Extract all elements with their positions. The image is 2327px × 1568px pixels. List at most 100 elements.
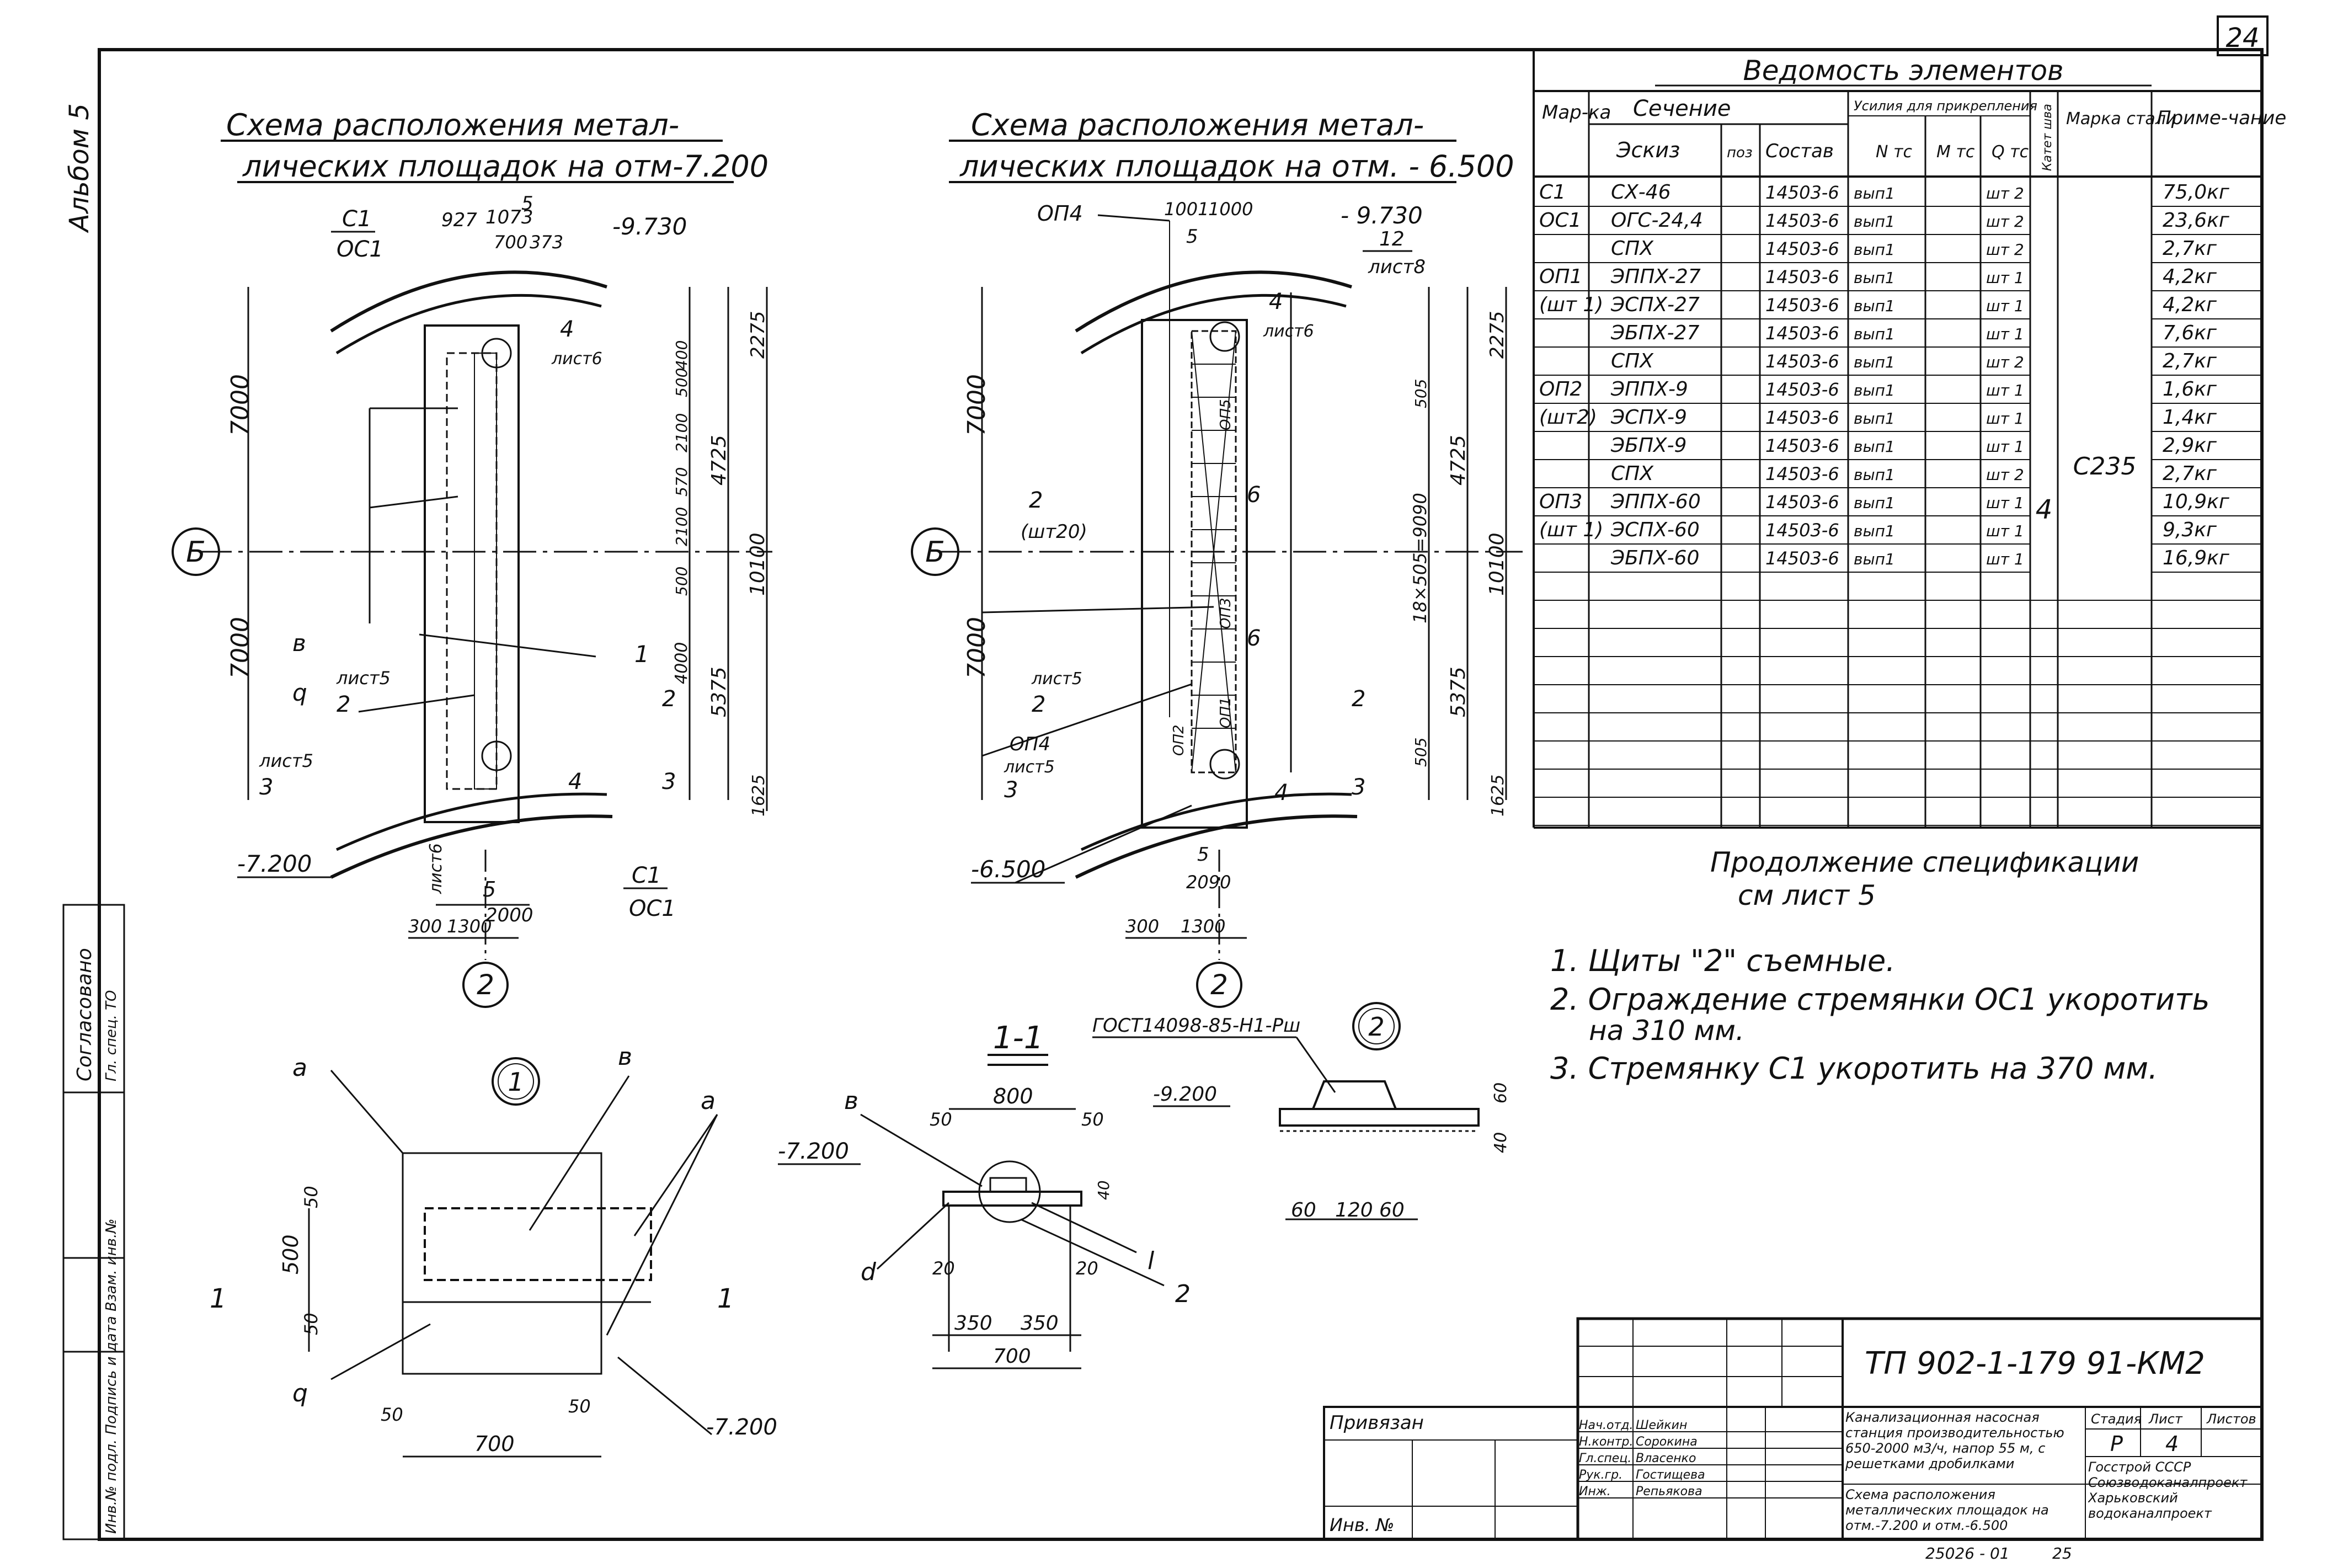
spec-cell-n: вып1 (1854, 466, 1895, 484)
spec-cell-q: шт 1 (1986, 409, 2024, 428)
section11-d800: 800 (993, 1084, 1033, 1108)
right-two-sheet: 2 (1032, 692, 1045, 717)
right-d300: 300 (1125, 916, 1159, 937)
spec-cell-note: 4,2кг (2163, 265, 2217, 288)
left-d2275: 2275 (747, 311, 769, 359)
sheets-header: Листов (2206, 1411, 2256, 1427)
spec-cell-n: вып1 (1854, 381, 1895, 399)
spec-cell-q: шт 1 (1986, 494, 2024, 512)
right-d2275: 2275 (1486, 311, 1508, 359)
spec-h-steel: Марка стали (2066, 109, 2176, 129)
spec-cell-mark: ОС1 (1539, 209, 1581, 232)
spec-cell-q: шт 1 (1986, 550, 2024, 568)
note-3: 3. Стремянку С1 укоротить на 370 мм. (1550, 1051, 2158, 1086)
spec-h-section: Сечение (1633, 96, 1731, 121)
right-sheet4-note: лист6 (1263, 322, 1314, 341)
section11-d50a: 50 (930, 1109, 952, 1130)
spec-cell-note: 4,2кг (2163, 294, 2217, 316)
org-box: Госстрой СССР Союзводоканалпроект Харько… (2088, 1459, 2247, 1521)
spec-cell-n: вып1 (1854, 438, 1895, 456)
left-d4000: 4000 (672, 642, 691, 684)
left-three-sheet: 3 (259, 775, 273, 800)
spec-cell-note: 9,3кг (2163, 519, 2217, 541)
left-sec2: 2 (662, 686, 676, 712)
spec-cell-note: 1,6кг (2163, 378, 2217, 401)
right-three-sheet: 3 (1004, 777, 1018, 803)
project-name: Канализационная насосная станция произво… (1845, 1410, 2064, 1471)
detail1-d500: 500 (279, 1234, 303, 1274)
spec-cell-n: вып1 (1854, 494, 1895, 512)
spec-cell-mark: С1 (1539, 181, 1566, 204)
spec-cell-q: шт 1 (1986, 438, 2024, 456)
spec-h-poz: поз (1727, 145, 1753, 161)
spec-cell-sketch: ЭБПХ-27 (1610, 322, 1699, 344)
note-2b: на 310 мм. (1589, 1015, 1744, 1047)
spec-cell-sostav: 14503-6 (1765, 407, 1839, 428)
spec-cell-sostav: 14503-6 (1765, 295, 1839, 316)
spec-h-weld: Катет шва (2041, 104, 2054, 171)
spec-cell-note: 16,9кг (2163, 547, 2230, 569)
left-b-mark: в (292, 630, 306, 657)
spec-cell-n: вып1 (1854, 522, 1895, 540)
spec-cell-q: шт 2 (1986, 212, 2024, 231)
section11-l: l (1148, 1247, 1155, 1275)
stage-value: Р (2110, 1432, 2123, 1456)
spec-cell-sketch: СПХ (1611, 237, 1654, 260)
spec-cell-note: 23,6кг (2163, 209, 2230, 232)
spec-cell-n: вып1 (1854, 297, 1895, 315)
left-four-sheet: 4 (568, 769, 582, 794)
name-4: Репьякова (1636, 1485, 1702, 1498)
right-op5: ОП5 (1218, 399, 1234, 430)
left-elev-top: -9.730 (612, 213, 687, 240)
left-sheet4: 4 (560, 317, 574, 342)
section11-d50b: 50 (1081, 1109, 1104, 1130)
spec-cell-note: 1,4кг (2163, 406, 2217, 429)
spec-title: Ведомость элементов (1743, 55, 2063, 87)
right-n6b: 6 (1247, 626, 1261, 651)
spec-h-m: М тс (1936, 142, 1975, 162)
right-sec2: 2 (1352, 686, 1365, 712)
right-axis-letter: Б (925, 536, 945, 569)
spec-cell-sostav: 14503-6 (1765, 182, 1839, 203)
role-1: Н.контр. (1579, 1435, 1633, 1449)
left-five-sheet: 5 (483, 877, 496, 902)
spec-h-eskiz: Эскиз (1616, 138, 1680, 162)
privyazan: Привязан (1330, 1412, 1424, 1434)
spec-cell-note: 2,9кг (2163, 434, 2217, 457)
spec-cell-note: 2,7кг (2163, 350, 2217, 372)
right-n12: 12 (1379, 228, 1405, 250)
right-d18x505: 18×505=9090 (1410, 493, 1431, 623)
right-d1001: 1001 (1164, 199, 1209, 220)
right-two-count-note: (шт20) (1021, 521, 1087, 543)
spec-cell-mark: ОП3 (1539, 490, 1582, 513)
detail2-d60a: 60 (1491, 1082, 1511, 1103)
spec-cell-mark: ОП2 (1539, 378, 1582, 401)
right-op4-bot: ОП4 (1010, 733, 1050, 755)
spec-cell-q: шт 1 (1986, 381, 2024, 399)
spec-cell-sketch: ЭСПХ-9 (1610, 406, 1687, 429)
left-plan: Схема расположения метал- лических площа… (172, 108, 772, 1008)
spec-cell-mark: (шт 1) (1539, 519, 1603, 541)
page-number: 24 (2225, 23, 2259, 54)
detail1-b: в (618, 1043, 632, 1071)
spec-cell-sostav: 14503-6 (1765, 520, 1839, 541)
left-d400: 400 (673, 340, 691, 370)
detail1-a2: а (701, 1087, 716, 1115)
spec-cell-note: 75,0кг (2163, 181, 2230, 204)
spec-cell-note: 7,6кг (2163, 322, 2217, 344)
right-d7000b: 7000 (963, 617, 991, 679)
left-plan-title-1: Схема расположения метал- (226, 108, 679, 142)
spec-cell-q: шт 1 (1986, 325, 2024, 343)
left-three-sheet-note: лист5 (259, 750, 313, 771)
left-d10100: 10100 (746, 532, 769, 596)
left-sec3: 3 (662, 769, 676, 794)
sheet-header: Лист (2148, 1411, 2183, 1427)
left-axis-letter: Б (186, 536, 206, 569)
spec-cell-note: 10,9кг (2163, 490, 2230, 513)
section11-d20b: 20 (1076, 1258, 1098, 1279)
sheet-value: 4 (2165, 1432, 2179, 1456)
detail1-a1: а (292, 1054, 307, 1082)
section-1-1: 1-1 800 в d l 2 -7.200 50 50 40 20 20 35… (778, 1020, 1191, 1369)
